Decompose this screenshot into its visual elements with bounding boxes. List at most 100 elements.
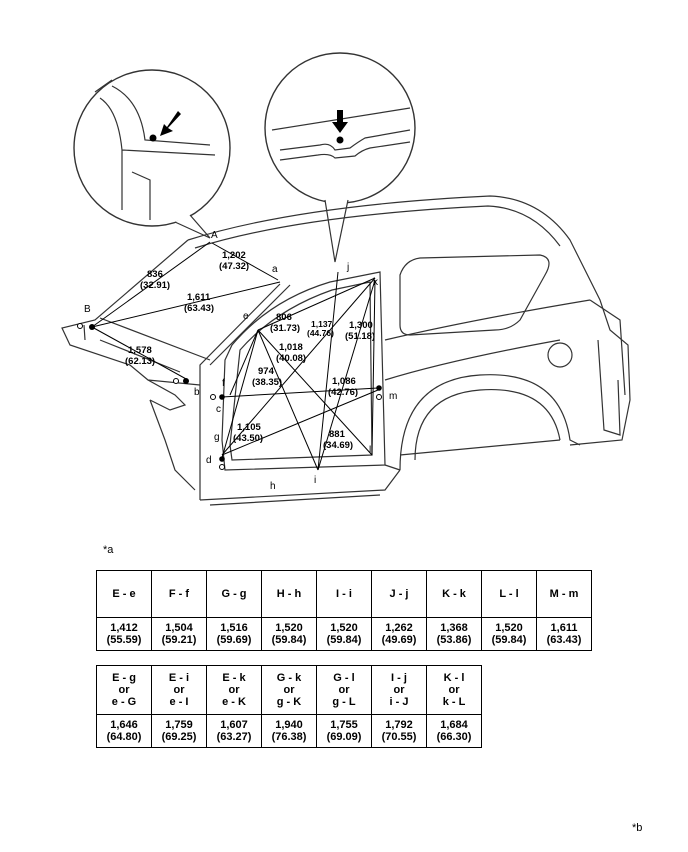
table-value-cell: 1,520(59.84) [481,617,537,651]
dim-value: 1,018 [279,342,303,353]
point-label-k: k [373,277,379,288]
footnote-a: *a [103,544,114,556]
value-inch: (59.69) [216,634,252,646]
table-value-cell: 1,520(59.84) [316,617,372,651]
header-line: or [393,684,405,696]
footnote-b: *b [632,822,643,834]
value-inch: (49.69) [381,634,417,646]
dim-value: 1,578 [128,345,152,356]
header-line: g - K [276,696,302,708]
value-mm: 1,412 [110,622,138,634]
value-inch: (69.09) [326,731,362,743]
header-line: E - k [222,672,246,684]
value-mm: 1,516 [220,622,248,634]
dim-inch: (42.76) [328,387,358,398]
value-mm: 1,520 [330,622,358,634]
table-value-cell: 1,504(59.21) [151,617,207,651]
value-mm: 1,520 [495,622,523,634]
body-dimension-diagram: A B a b c d e f g h i j k l m 1,202 (47.… [61,52,631,506]
dim-value: 1,202 [222,250,246,261]
header-line: K - l [443,672,465,684]
point-label-A: A [211,230,218,241]
point-label-m: m [389,391,397,402]
dim-inch: (34.69) [323,440,353,451]
header-line: i - J [389,696,409,708]
value-inch: (76.38) [271,731,307,743]
header-line: or [118,684,130,696]
dim-inch: (40.08) [276,353,306,364]
header-line: or [338,684,350,696]
table-value-cell: 1,611(63.43) [536,617,592,651]
dimension-table-1: E - e F - f G - g H - h I - i J - j K - … [96,570,592,651]
header-line: g - L [332,696,356,708]
value-inch: (59.84) [271,634,307,646]
header-line: I - j [391,672,407,684]
dim-inch: (51.18) [345,331,375,342]
dim-inch: (31.73) [270,323,300,334]
value-mm: 1,755 [330,719,358,731]
value-mm: 1,684 [440,719,468,731]
value-inch: (63.27) [216,731,252,743]
dim-inch: (63.43) [184,303,214,314]
dim-value: 806 [276,312,292,323]
value-mm: 1,940 [275,719,303,731]
dim-value: 1,137 [311,319,333,329]
point-label-d: d [206,455,212,466]
table-header-cell: L - l [481,570,537,618]
header-line: G - l [333,672,355,684]
value-mm: 1,368 [440,622,468,634]
dim-value: 1,611 [187,292,211,303]
value-mm: 1,504 [165,622,193,634]
table-value-cell: 1,684(66.30) [426,714,482,748]
dim-value: 881 [329,429,346,440]
table-value-cell: 1,792(70.55) [371,714,427,748]
hole-points [77,323,382,470]
table-value-cell: 1,759(69.25) [151,714,207,748]
table-value-cell: 1,607(63.27) [206,714,262,748]
table-value-cell: 1,940(76.38) [261,714,317,748]
point-label-f: f [222,378,225,389]
dim-inch: (38.35) [252,377,282,388]
table-header-cell: J - j [371,570,427,618]
table-value-cell: 1,368(53.86) [426,617,482,651]
header-line: G - k [276,672,302,684]
dim-value: 1,105 [237,422,261,433]
table-header-cell: I - i [316,570,372,618]
point-label-i: i [314,475,316,486]
value-mm: 1,759 [165,719,193,731]
dim-value: 1,086 [332,376,356,387]
table-value-row: 1,412(55.59) 1,504(59.21) 1,516(59.69) 1… [96,617,592,651]
dim-inch: (43.50) [233,433,263,444]
point-label-B: B [84,304,91,315]
header-line: e - I [169,696,189,708]
point-label-c: c [216,404,221,415]
point-label-e: e [243,311,249,322]
value-inch: (63.43) [546,634,582,646]
table-value-row: 1,646(64.80) 1,759(69.25) 1,607(63.27) 1… [96,714,482,748]
value-mm: 1,262 [385,622,413,634]
table-header-cell: H - h [261,570,317,618]
vehicle-outline [61,52,631,506]
header-line: or [283,684,295,696]
dim-value: 836 [147,269,163,280]
point-label-l: l [369,445,371,456]
value-mm: 1,611 [550,622,578,634]
dim-inch: (32.91) [140,280,170,291]
dim-inch: (44.76) [307,328,334,338]
arrow-icon [332,110,348,133]
dimension-labels: 1,202 (47.32) 836 (32.91) 1,611 (63.43) … [125,250,375,451]
value-inch: (69.25) [161,731,197,743]
dim-inch: (62.13) [125,356,155,367]
value-inch: (53.86) [436,634,472,646]
table-value-cell: 1,646(64.80) [96,714,152,748]
table-value-cell: 1,520(59.84) [261,617,317,651]
value-inch: (59.84) [326,634,362,646]
value-mm: 1,792 [385,719,413,731]
table-value-cell: 1,516(59.69) [206,617,262,651]
table-header-cell: F - f [151,570,207,618]
header-line: E - g [112,672,136,684]
